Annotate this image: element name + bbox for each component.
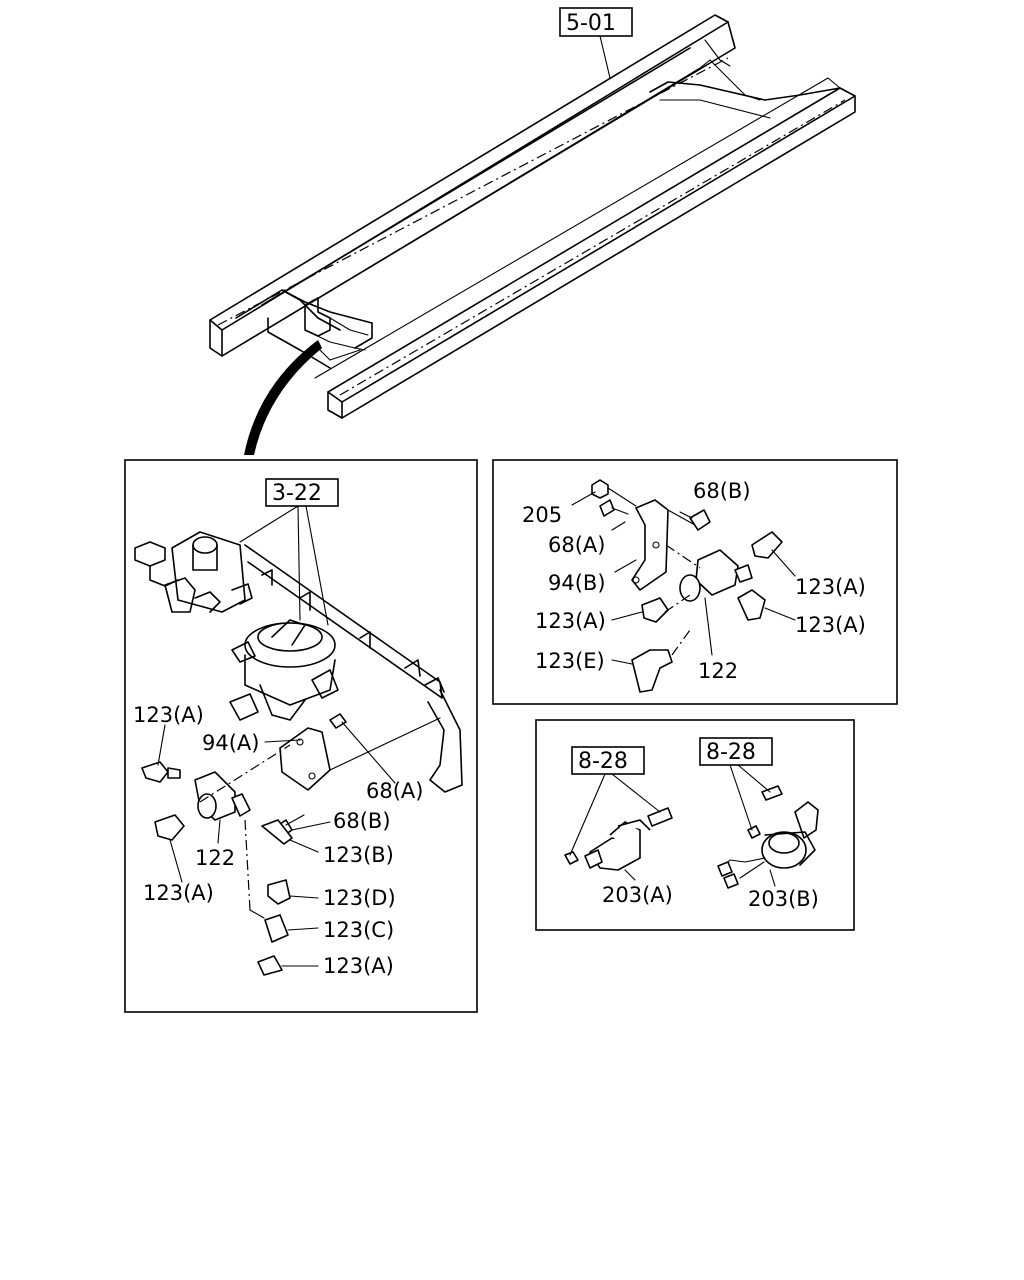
label-205: 205 <box>522 503 562 527</box>
ref-label-3-22: 3-22 <box>272 481 322 506</box>
elbow-123a-bottom <box>257 955 283 976</box>
tee-123d <box>267 879 291 905</box>
ref-box-3-22 <box>265 478 339 507</box>
label-68b: 68(B) <box>333 809 391 833</box>
elbow-123a-top <box>141 761 169 783</box>
switch-203b <box>717 785 819 889</box>
label-123b: 123(B) <box>323 843 394 867</box>
label-68a: 68(A) <box>366 779 423 803</box>
label-122-right: 122 <box>698 659 738 683</box>
label-123a-left-right: 123(A) <box>535 609 606 633</box>
tee-fitting-122-right <box>679 549 753 602</box>
bolt-68b-right <box>689 509 711 531</box>
ref-box-8-28-b <box>699 737 773 766</box>
label-68a-right: 68(A) <box>548 533 605 557</box>
nut-205 <box>591 479 609 499</box>
label-68b-right: 68(B) <box>693 479 751 503</box>
right-bottom-detail-panel: 8-28 8-28 203(A) 2 <box>535 719 855 931</box>
ref-label-frame: 5-01 <box>566 11 616 36</box>
label-123a-right2: 123(A) <box>795 613 866 637</box>
label-94a: 94(A) <box>202 731 259 755</box>
switch-203a <box>564 807 673 871</box>
bracket-94b <box>631 499 669 591</box>
label-123a-left: 123(A) <box>143 881 214 905</box>
label-122: 122 <box>195 846 235 870</box>
ref-label-8-28-a: 8-28 <box>578 749 628 774</box>
label-123c: 123(C) <box>323 918 394 942</box>
connector-123c <box>264 914 289 943</box>
label-123a-top: 123(A) <box>133 703 204 727</box>
fitting-123a-right1 <box>751 531 783 559</box>
ref-label-8-28-b: 8-28 <box>706 740 756 765</box>
fitting-123e <box>631 649 673 693</box>
label-94b: 94(B) <box>548 571 606 595</box>
ref-box-8-28-a <box>571 746 645 775</box>
label-123e: 123(E) <box>535 649 605 673</box>
tee-fitting-122 <box>194 771 251 821</box>
bolt-68a <box>329 713 347 729</box>
nipple-123b <box>261 819 293 845</box>
fitting-123a-right2 <box>737 589 766 621</box>
chassis-frame: 5-01 <box>209 7 856 455</box>
fitting-123a-left-right <box>641 597 669 623</box>
label-203a: 203(A) <box>602 883 673 907</box>
left-detail-panel: 3-22 <box>124 459 478 1013</box>
ref-box-frame <box>559 7 633 37</box>
valve-assembly <box>134 531 445 721</box>
label-203b: 203(B) <box>748 887 819 911</box>
bolt-68a-right <box>599 499 615 517</box>
label-123d: 123(D) <box>323 886 396 910</box>
plug-123a-left <box>154 814 185 841</box>
label-123a-bottom: 123(A) <box>323 954 394 978</box>
label-123a-right1: 123(A) <box>795 575 866 599</box>
right-top-detail-panel: 205 68(B) 68(A) 94(B) 123(A) 123(A) 123(… <box>492 459 898 705</box>
bracket-94a <box>279 727 331 791</box>
